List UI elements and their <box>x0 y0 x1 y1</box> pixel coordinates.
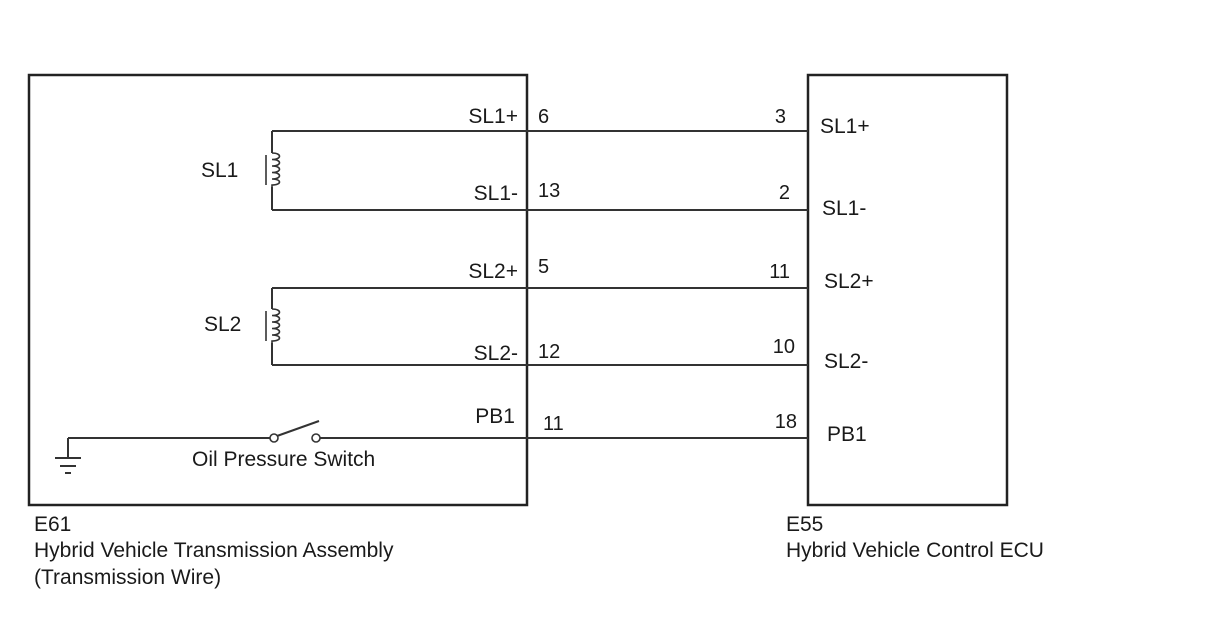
control-ecu-box <box>806 73 1009 507</box>
right-terminal-label: SL2+ <box>824 270 874 293</box>
left-terminal-label: SL2- <box>474 342 518 365</box>
switch-label: Oil Pressure Switch <box>192 448 375 471</box>
right-terminal-label: SL1- <box>822 197 866 220</box>
switch-contact-right <box>311 433 321 443</box>
coil-sl1-icon <box>271 152 281 187</box>
right-terminal-label: SL1+ <box>820 115 870 138</box>
right-component-name: Hybrid Vehicle Control ECU <box>786 539 1044 562</box>
left-pin-number: 11 <box>543 413 564 435</box>
switch-contact-left <box>269 433 279 443</box>
left-terminal-label: PB1 <box>475 405 515 428</box>
coil-label-sl1: SL1 <box>201 159 238 182</box>
right-terminal-label: PB1 <box>827 423 867 446</box>
left-terminal-label: SL1- <box>474 182 518 205</box>
left-pin-number: 5 <box>538 256 549 278</box>
right-pin-number: 2 <box>779 182 790 204</box>
left-pin-number: 12 <box>538 341 560 363</box>
left-component-subname: (Transmission Wire) <box>34 566 221 589</box>
left-component-code: E61 <box>34 513 71 536</box>
right-pin-number: 10 <box>773 336 795 358</box>
ground-icon <box>55 438 81 474</box>
coil-label-sl2: SL2 <box>204 313 241 336</box>
right-pin-number: 18 <box>775 411 797 433</box>
right-terminal-label: SL2- <box>824 350 868 373</box>
left-terminal-label: SL2+ <box>468 260 518 283</box>
left-pin-number: 13 <box>538 180 560 202</box>
right-pin-number: 3 <box>775 106 786 128</box>
oil-pressure-switch-icon <box>276 420 320 437</box>
coil-sl2-icon <box>271 308 281 343</box>
right-pin-number: 11 <box>769 261 790 283</box>
right-component-code: E55 <box>786 513 823 536</box>
left-terminal-label: SL1+ <box>468 105 518 128</box>
left-pin-number: 6 <box>538 106 549 128</box>
transmission-assembly-box <box>27 73 529 507</box>
left-component-name: Hybrid Vehicle Transmission Assembly <box>34 539 394 562</box>
